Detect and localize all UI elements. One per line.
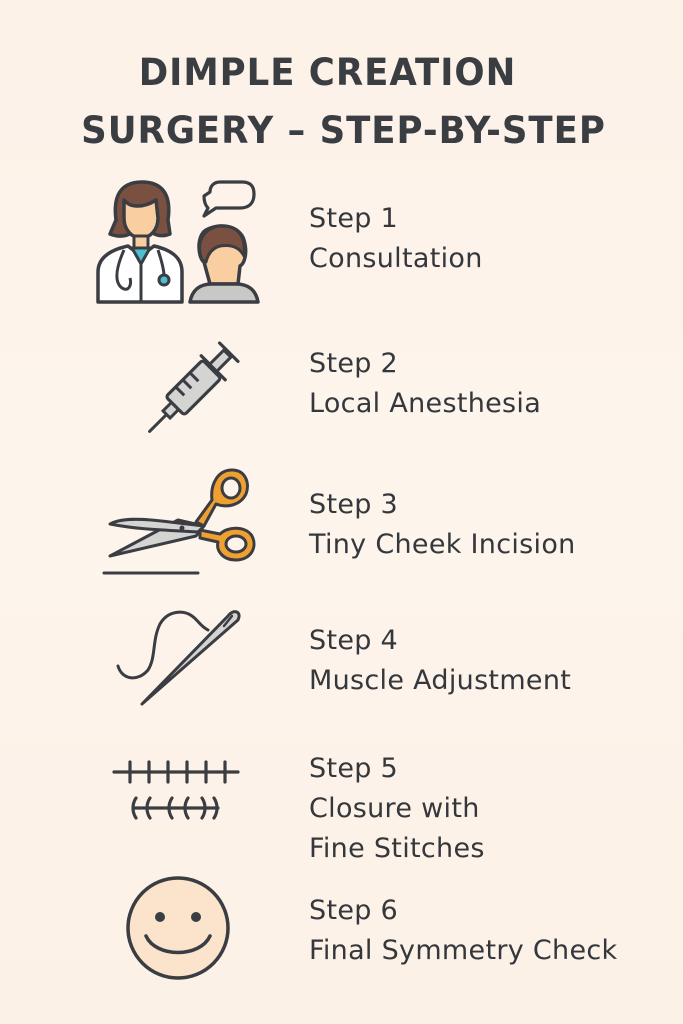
step-label: Step 1 [309,203,399,234]
step-label: Step 3 [309,489,399,520]
step-title: Final Symmetry Check [309,935,618,966]
step-title-line-1: Closure with [309,793,480,824]
step-4-text: Step 4 Muscle Adjustment [309,621,571,701]
step-label: Step 6 [309,895,399,926]
doctor-patient-consultation-icon [94,178,264,308]
step-title: Tiny Cheek Incision [309,529,576,560]
step-6-text: Step 6 Final Symmetry Check [309,891,617,971]
stitches-icon [110,758,242,824]
step-2-text: Step 2 Local Anesthesia [309,344,541,424]
title-line-2: SURGERY – STEP-BY-STEP [81,109,606,152]
smiley-face-icon [124,874,232,982]
page-title: DIMPLE CREATION SURGERY – STEP-BY-STEP [0,44,683,160]
step-5-text: Step 5 Closure with Fine Stitches [309,749,485,869]
needle-thread-icon [112,604,242,710]
step-title: Consultation [309,243,483,274]
step-1-text: Step 1 Consultation [309,199,483,279]
step-label: Step 4 [309,625,399,656]
step-title-line-2: Fine Stitches [309,833,485,864]
step-title: Muscle Adjustment [309,665,572,696]
step-title: Local Anesthesia [309,388,542,419]
step-3-text: Step 3 Tiny Cheek Incision [309,485,576,565]
step-label: Step 5 [309,753,399,784]
title-line-1: DIMPLE CREATION [138,51,517,94]
scissors-icon [100,464,260,579]
syringe-icon [132,330,252,448]
step-label: Step 2 [309,348,399,379]
